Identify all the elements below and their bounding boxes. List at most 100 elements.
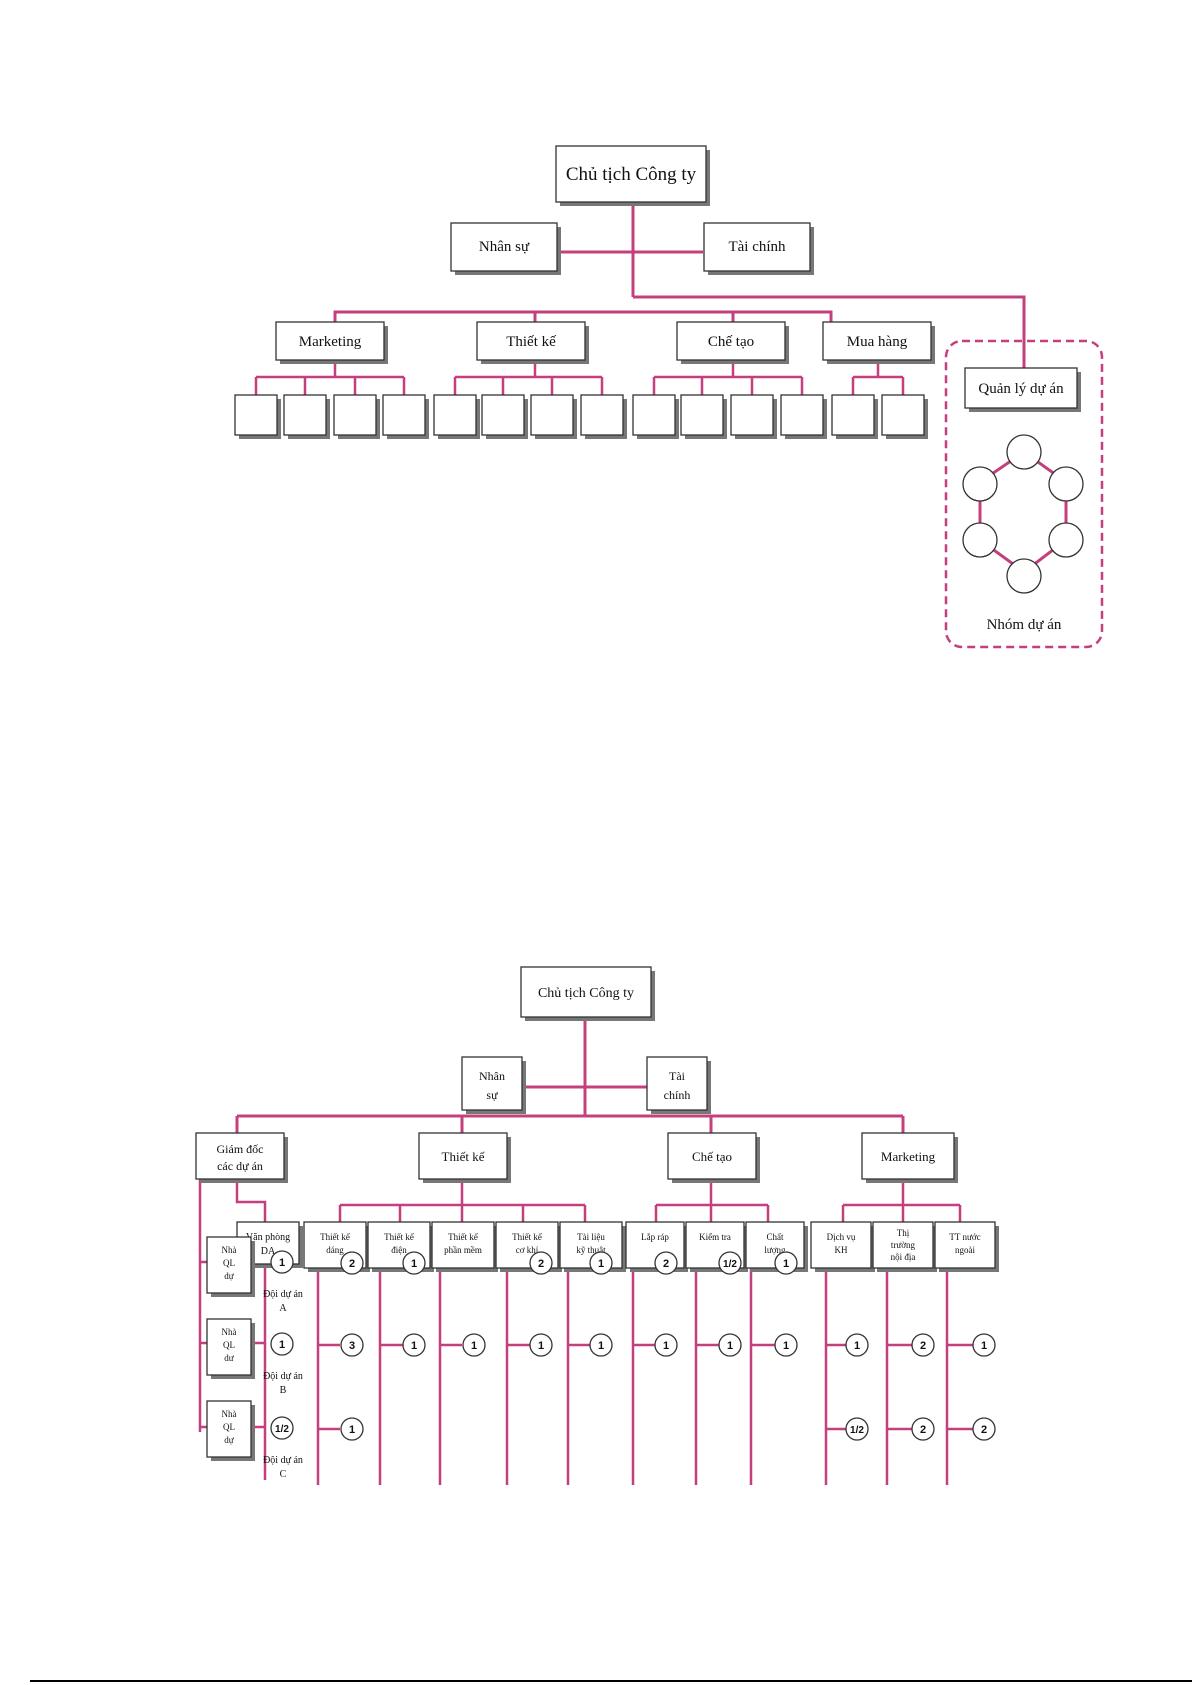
assignment-circle xyxy=(340,1417,364,1441)
chart1-functional-matrix: Chủ tịch Công ty Nhân sự Tài chính Marke… xyxy=(234,145,1104,649)
finance-label: Tài chính xyxy=(728,239,786,255)
sub-box xyxy=(881,394,925,436)
assignment-circle xyxy=(589,1333,613,1357)
p2-unit-line: Thiết kế xyxy=(448,1232,479,1242)
sub-box xyxy=(283,394,327,436)
p2-manager-box-b xyxy=(206,1318,252,1376)
p2-unit-line: Thiết kế xyxy=(512,1232,543,1242)
assignment-circle xyxy=(654,1251,678,1275)
dept-manufacturing-box xyxy=(676,321,786,361)
p2-unit-line: Chất xyxy=(767,1232,784,1242)
president-label: Chủ tịch Công ty xyxy=(566,164,697,185)
p2-unit-line: Thiết kế xyxy=(320,1232,351,1242)
assignment-value: 1 xyxy=(598,1340,604,1352)
sub-box xyxy=(730,394,774,436)
sub-box xyxy=(780,394,824,436)
dept-design-box xyxy=(476,321,586,361)
sub-box xyxy=(433,394,477,436)
p2-manager-line: QL xyxy=(223,1340,235,1350)
assignment-value: 2 xyxy=(538,1258,544,1270)
p2-unit-line: trường xyxy=(891,1240,916,1250)
p2-unit-line: kỹ thuật xyxy=(576,1245,606,1255)
assignment-circle xyxy=(911,1333,935,1357)
dept-purchasing-box xyxy=(822,321,932,361)
sub-box xyxy=(333,394,377,436)
assignment-value: 1 xyxy=(854,1340,860,1352)
p2-unit-line: TT nước xyxy=(949,1232,980,1242)
assignment-value: 1 xyxy=(727,1340,733,1352)
chart2-matrix-org: Chủ tịch Công ty Nhân sự Tài chính Giám … xyxy=(195,966,999,1485)
p2-unit-box xyxy=(872,1221,934,1269)
p2-unit-line: KH xyxy=(835,1245,848,1255)
p2-unit-box xyxy=(810,1221,872,1269)
assignment-value: 1 xyxy=(598,1258,604,1270)
assignment-value: 1 xyxy=(471,1340,477,1352)
hr-label: Nhân sự xyxy=(479,239,530,255)
p2-manager-line: Nhà xyxy=(222,1409,237,1419)
p2-manager-line: dư xyxy=(224,1353,235,1363)
dept-marketing-label: Marketing xyxy=(299,334,362,350)
assignment-circle xyxy=(270,1250,294,1274)
p2-manager-box-c xyxy=(206,1400,252,1458)
p2-team-b-line2: B xyxy=(280,1385,287,1396)
assignment-value: 1 xyxy=(538,1340,544,1352)
sub-box xyxy=(481,394,525,436)
p2-manufacturing-box xyxy=(667,1132,757,1180)
p2-hr-line2: sự xyxy=(486,1088,498,1102)
sub-unit-boxes xyxy=(234,394,928,439)
p2-project-office-line1: Văn phòng xyxy=(246,1232,290,1243)
assignment-value: 2 xyxy=(981,1424,987,1436)
assignment-value: 1/2 xyxy=(723,1259,737,1270)
p2-manager-box-a xyxy=(206,1236,252,1294)
p2-team-c-line2: C xyxy=(280,1469,287,1480)
sub-box xyxy=(632,394,676,436)
team-c-assignments: 1/2 1 1/2 2 2 xyxy=(270,1416,996,1441)
team-member-circle xyxy=(962,522,998,558)
hr-box xyxy=(450,222,558,272)
p2-president-box xyxy=(520,966,652,1018)
assignment-circle xyxy=(774,1333,798,1357)
p2-design-label: Thiết kế xyxy=(442,1149,486,1164)
dept-purchasing-label: Mua hàng xyxy=(847,334,908,350)
team-a-assignments: 1 2 1 2 1 2 1/2 1 xyxy=(270,1250,798,1275)
assignment-circle xyxy=(972,1417,996,1441)
assignment-value: 2 xyxy=(920,1340,926,1352)
assignment-value: 2 xyxy=(349,1258,355,1270)
p2-marketing-box xyxy=(861,1132,955,1180)
team-member-circle xyxy=(1006,558,1042,594)
pm-label: Quản lý dự án xyxy=(978,381,1064,397)
team-ring xyxy=(978,450,1068,574)
assignment-circle xyxy=(654,1333,678,1357)
p2-team-a-line1: Đội dự án xyxy=(263,1289,303,1300)
p2-president-label: Chủ tịch Công ty xyxy=(538,986,634,1001)
p2-unit-line: lượng xyxy=(764,1245,786,1255)
p2-manager-line: dự xyxy=(224,1271,235,1281)
team-member-circle xyxy=(1048,466,1084,502)
assignment-circle xyxy=(402,1333,426,1357)
p2-directors-box xyxy=(195,1132,285,1180)
sub-box xyxy=(382,394,426,436)
p2-unit-line: điện xyxy=(391,1245,407,1255)
assignment-value: 1 xyxy=(981,1340,987,1352)
assignment-circle xyxy=(589,1251,613,1275)
p2-finance-box xyxy=(646,1056,708,1111)
p2-hr-box xyxy=(461,1056,523,1111)
p2-unit-line: cơ khí xyxy=(516,1245,539,1255)
assignment-value: 1 xyxy=(783,1258,789,1270)
assignment-value: 1 xyxy=(349,1424,355,1436)
p2-team-c-line1: Đội dự án xyxy=(263,1455,303,1466)
sub-box xyxy=(234,394,278,436)
sub-box xyxy=(831,394,875,436)
assignment-value: 1 xyxy=(783,1340,789,1352)
p2-manager-line: dự xyxy=(224,1435,235,1445)
p2-team-a-line2: A xyxy=(279,1303,287,1314)
assignment-value: 3 xyxy=(349,1340,355,1352)
p2-manager-line: Nhà xyxy=(222,1327,237,1337)
assignment-circle xyxy=(340,1333,364,1357)
assignment-value: 1 xyxy=(279,1257,285,1269)
assignment-circle xyxy=(774,1251,798,1275)
pm-box xyxy=(964,367,1078,409)
p2-design-box xyxy=(418,1132,508,1180)
team-member-circle xyxy=(962,466,998,502)
